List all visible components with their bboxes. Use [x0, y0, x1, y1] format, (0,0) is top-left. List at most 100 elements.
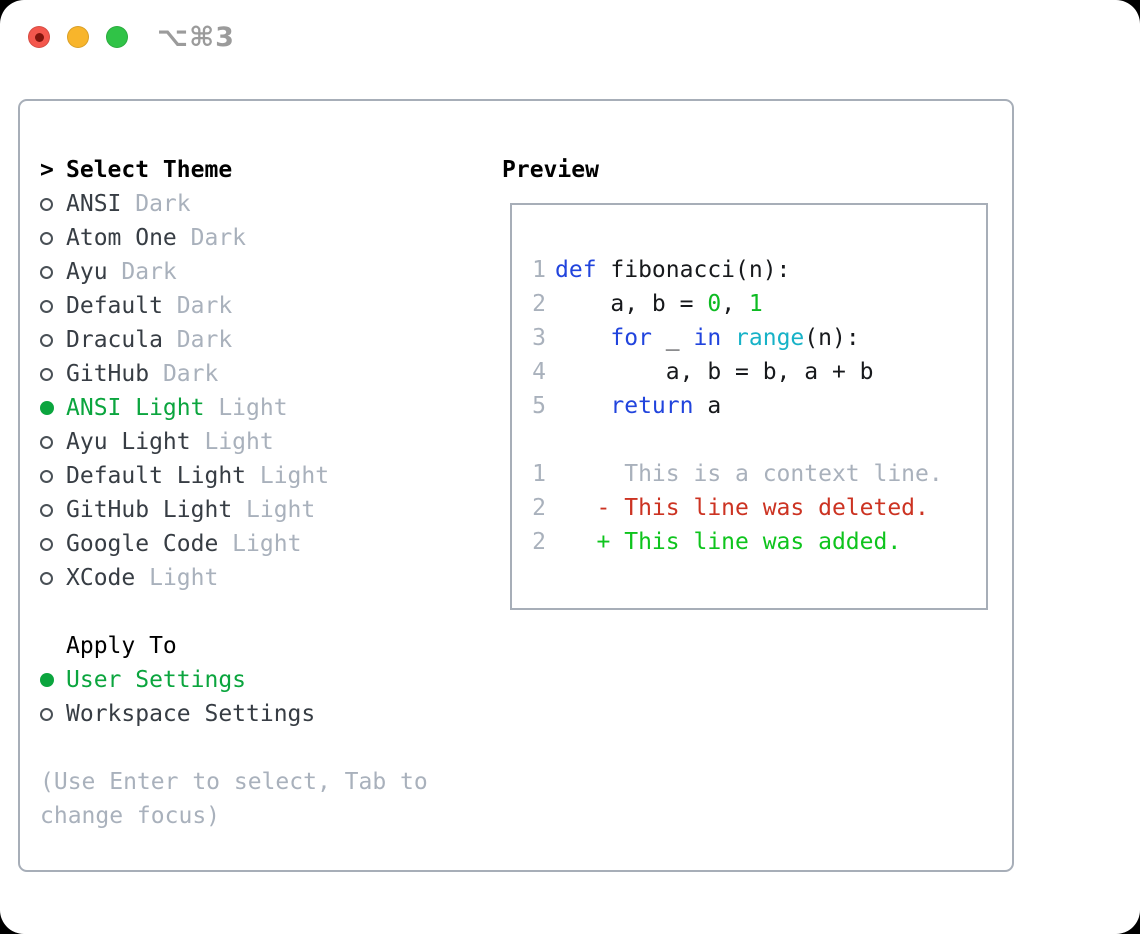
radio-selected-icon	[40, 673, 54, 687]
line-number: 1	[532, 461, 546, 487]
radio-unselected-icon	[40, 571, 53, 585]
radio-unselected-icon	[40, 435, 53, 449]
keyboard-shortcut-label: ⌥⌘3	[157, 21, 235, 53]
titlebar: ⌥⌘3	[0, 0, 1140, 74]
radio-unselected-icon	[40, 469, 53, 483]
theme-variant: Light	[190, 429, 274, 455]
code-token: def	[555, 257, 597, 283]
theme-variant: Dark	[162, 293, 233, 319]
radio-unselected-icon	[40, 537, 53, 551]
code-token: fibonacci(n):	[596, 257, 791, 283]
code-line: 2 - This line was deleted.	[532, 491, 986, 525]
theme-option-github-light[interactable]: GitHub Light Light	[40, 493, 460, 527]
theme-option-default-light[interactable]: Default Light Light	[40, 459, 460, 493]
theme-name: Ayu Light	[66, 429, 191, 455]
apply-option-user-settings[interactable]: User Settings	[40, 663, 460, 697]
code-token: - This line was deleted.	[555, 495, 929, 521]
code-line: 5 return a	[532, 389, 986, 423]
theme-variant: Dark	[149, 361, 219, 387]
radio-unselected-icon	[40, 265, 53, 279]
select-theme-header-row: > Select Theme	[40, 153, 460, 187]
code-token: a	[693, 393, 722, 419]
theme-name: Default Light	[66, 463, 247, 489]
theme-name: Default	[66, 293, 163, 319]
theme-variant: Light	[246, 463, 330, 489]
theme-option-xcode[interactable]: XCode Light	[40, 561, 460, 595]
code-token: range	[735, 325, 805, 351]
code-token: return	[610, 393, 694, 419]
code-token: (n):	[804, 325, 860, 351]
theme-name: Ayu	[66, 259, 108, 285]
theme-option-ansi-light[interactable]: ANSI Light Light	[40, 391, 460, 425]
theme-option-dracula[interactable]: Dracula Dark	[40, 323, 460, 357]
theme-variant: Light	[204, 395, 288, 421]
radio-unselected-icon	[40, 367, 53, 381]
code-token: 0	[707, 291, 722, 317]
code-token: + This line was added.	[555, 529, 902, 555]
theme-option-default[interactable]: Default Dark	[40, 289, 460, 323]
preview-title: Preview	[502, 157, 599, 183]
code-token: ,	[721, 291, 749, 317]
radio-unselected-icon	[40, 231, 53, 245]
line-number: 4	[532, 359, 546, 385]
line-number: 2	[532, 495, 546, 521]
code-token: _	[651, 325, 694, 351]
code-line	[532, 423, 986, 457]
line-number: 2	[532, 529, 546, 555]
theme-name: XCode	[66, 565, 136, 591]
theme-option-atom-one[interactable]: Atom One Dark	[40, 221, 460, 255]
theme-option-ansi[interactable]: ANSI Dark	[40, 187, 460, 221]
code-token: This is a context line.	[555, 461, 943, 487]
close-button[interactable]	[28, 26, 50, 48]
radio-unselected-icon	[40, 333, 53, 347]
code-line: 2 a, b = 0, 1	[532, 287, 986, 321]
theme-variant: Dark	[162, 327, 233, 353]
theme-variant: Dark	[176, 225, 247, 251]
theme-name: Dracula	[66, 327, 163, 353]
code-token	[721, 325, 735, 351]
radio-selected-icon	[40, 401, 54, 415]
radio-unselected-icon	[40, 503, 53, 517]
theme-option-google-code[interactable]: Google Code Light	[40, 527, 460, 561]
focus-caret-icon: >	[40, 157, 54, 183]
line-number: 3	[532, 325, 546, 351]
theme-variant: Light	[218, 531, 302, 557]
zoom-button[interactable]	[106, 26, 128, 48]
minimize-button[interactable]	[67, 26, 89, 48]
radio-unselected-icon	[40, 299, 53, 313]
code-line: 4 a, b = b, a + b	[532, 355, 986, 389]
theme-name: GitHub	[66, 361, 150, 387]
theme-name: Google Code	[66, 531, 219, 557]
code-token	[555, 325, 610, 351]
theme-option-github[interactable]: GitHub Dark	[40, 357, 460, 391]
theme-option-ayu[interactable]: Ayu Dark	[40, 255, 460, 289]
apply-option-label: User Settings	[66, 667, 247, 693]
code-line: 3 for _ in range(n):	[532, 321, 986, 355]
theme-option-ayu-light[interactable]: Ayu Light Light	[40, 425, 460, 459]
code-token: 1	[748, 291, 763, 317]
theme-name: Atom One	[66, 225, 177, 251]
code-token: a, b = b, a + b	[555, 359, 874, 385]
code-token: in	[693, 325, 722, 351]
apply-option-label: Workspace Settings	[66, 701, 316, 727]
theme-name: ANSI Light	[66, 395, 205, 421]
theme-variant: Light	[135, 565, 219, 591]
radio-unselected-icon	[40, 197, 53, 211]
apply-option-workspace-settings[interactable]: Workspace Settings	[40, 697, 460, 731]
theme-variant: Dark	[107, 259, 177, 285]
code-line: 1 This is a context line.	[532, 457, 986, 491]
help-text: (Use Enter to select, Tab to change focu…	[40, 769, 428, 829]
theme-variant: Light	[232, 497, 316, 523]
select-theme-title: Select Theme	[66, 157, 233, 183]
theme-variant: Dark	[121, 191, 191, 217]
theme-name: GitHub Light	[66, 497, 233, 523]
line-number: 2	[532, 291, 546, 317]
radio-unselected-icon	[40, 707, 53, 721]
